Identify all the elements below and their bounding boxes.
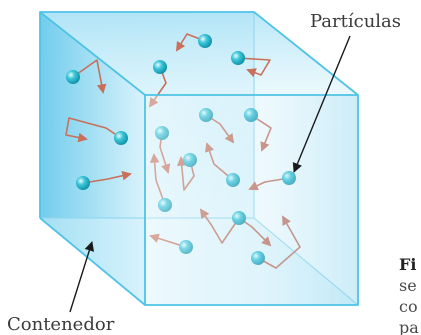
particle bbox=[198, 34, 212, 48]
trajectory-6 bbox=[82, 171, 132, 184]
container-pointer bbox=[69, 241, 95, 313]
particles-pointer bbox=[292, 35, 351, 173]
particle bbox=[153, 60, 167, 74]
container-callout: Contenedor bbox=[7, 241, 115, 335]
container-label: Contenedor bbox=[7, 314, 115, 335]
particles-callout: Partículas bbox=[292, 11, 401, 173]
trajectory-3 bbox=[237, 57, 271, 78]
trajectory-1 bbox=[72, 59, 107, 94]
caption-line-2: se bbox=[399, 276, 417, 295]
figure-caption: Fi se co pa bbox=[399, 255, 419, 335]
cube-front-edges bbox=[39, 11, 359, 306]
trajectory-5 bbox=[65, 117, 122, 143]
particles-label: Partículas bbox=[310, 11, 401, 32]
particle bbox=[76, 176, 90, 190]
caption-line-3: co bbox=[399, 297, 418, 316]
cube-front-face bbox=[145, 95, 358, 305]
particle bbox=[66, 70, 80, 84]
caption-line-4: pa bbox=[399, 318, 419, 335]
particle bbox=[114, 131, 128, 145]
caption-line-1: Fi bbox=[399, 255, 416, 274]
particle bbox=[231, 51, 245, 65]
